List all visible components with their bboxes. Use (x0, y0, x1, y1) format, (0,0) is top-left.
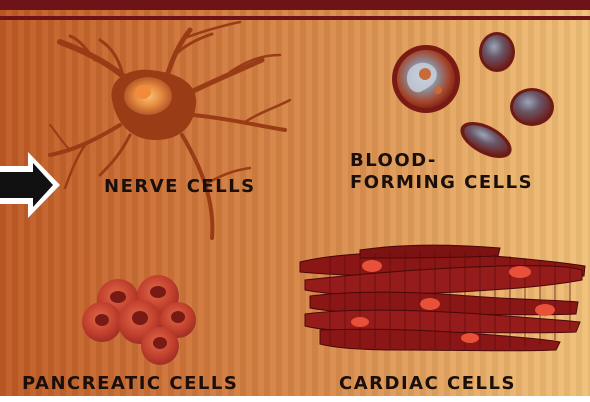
cardiac-cell-icon (300, 245, 585, 351)
arrow-right-icon (0, 152, 60, 218)
blood-forming-cells-label-line2: FORMING CELLS (350, 172, 533, 194)
blood-forming-cells-label-line1: BLOOD- (350, 150, 533, 172)
nerve-cells-label: NERVE CELLS (104, 176, 256, 198)
pancreatic-cell-icon (82, 275, 196, 365)
blood-cell-icon (392, 32, 554, 166)
cardiac-cells-label: CARDIAC CELLS (339, 373, 516, 395)
pancreatic-cells-label: PANCREATIC CELLS (22, 373, 238, 395)
nerve-cell-icon (50, 22, 290, 238)
blood-forming-cells-label: BLOOD- FORMING CELLS (350, 150, 533, 194)
